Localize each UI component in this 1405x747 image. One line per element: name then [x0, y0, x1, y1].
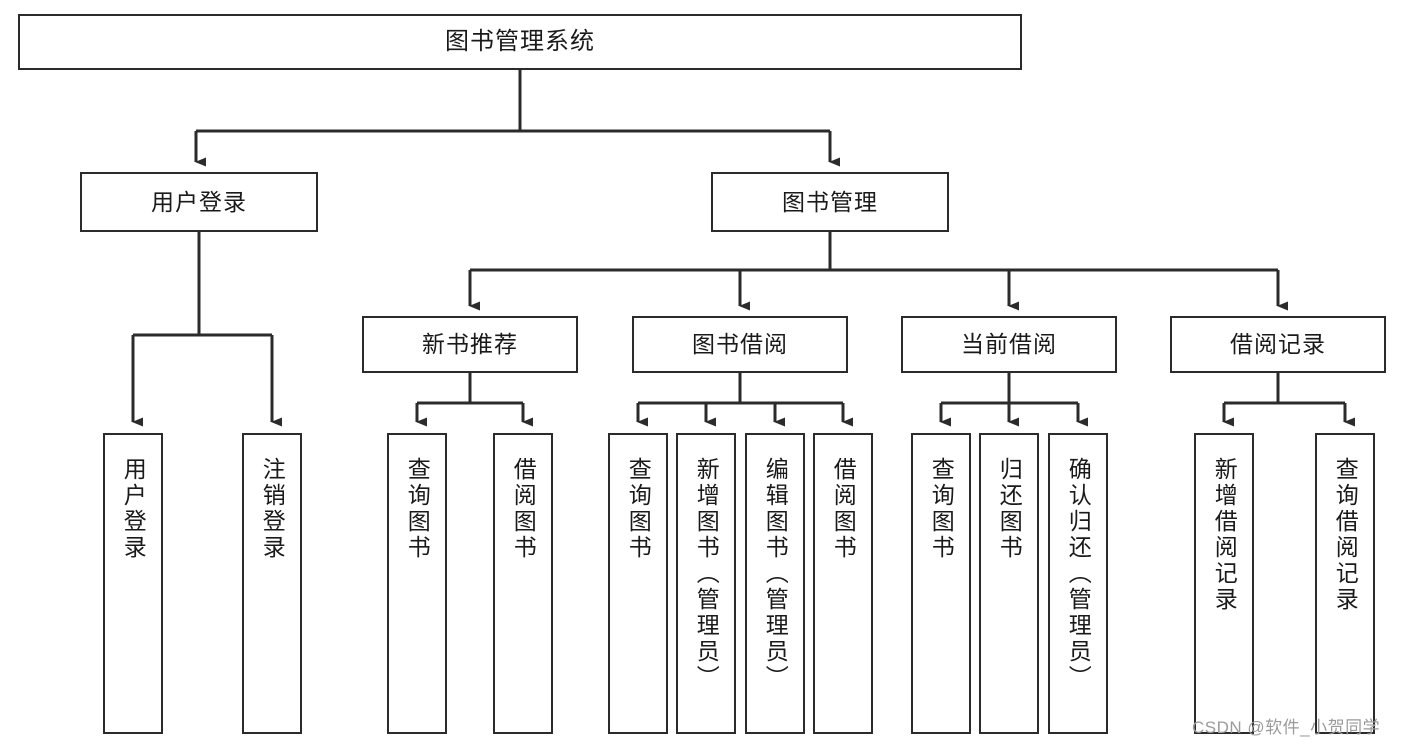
leaf-current-borrow-return[interactable]: 归还图书: [979, 433, 1039, 734]
node-label: 查询图书: [928, 457, 955, 561]
node-label: 归还图书: [996, 457, 1023, 561]
node-label: 新增借阅记录: [1211, 457, 1238, 613]
leaf-current-borrow-query[interactable]: 查询图书: [911, 433, 971, 734]
node-root-system[interactable]: 图书管理系统: [18, 14, 1022, 70]
node-label: 借阅图书: [830, 457, 857, 561]
node-label: 编辑图书（管理员）: [762, 457, 789, 691]
node-borrow-record[interactable]: 借阅记录: [1170, 316, 1386, 373]
node-label: 查询图书: [404, 457, 431, 561]
node-label: 查询图书: [625, 457, 652, 561]
watermark: CSDN @软件_小贺同学: [1192, 718, 1381, 737]
node-label: 确认归还（管理员）: [1065, 457, 1092, 691]
leaf-user-login-logout[interactable]: 注销登录: [242, 433, 302, 734]
leaf-new-book-query[interactable]: 查询图书: [387, 433, 447, 734]
node-book-management[interactable]: 图书管理: [711, 172, 949, 232]
leaf-borrow-record-query[interactable]: 查询借阅记录: [1315, 433, 1375, 734]
leaf-user-login-login[interactable]: 用户登录: [103, 433, 163, 734]
leaf-book-borrow-edit[interactable]: 编辑图书（管理员）: [745, 433, 805, 734]
leaf-book-borrow-query[interactable]: 查询图书: [608, 433, 668, 734]
leaf-new-book-borrow[interactable]: 借阅图书: [493, 433, 553, 734]
leaf-book-borrow-add[interactable]: 新增图书（管理员）: [676, 433, 736, 734]
node-new-book-recommend[interactable]: 新书推荐: [362, 316, 578, 373]
node-label: 图书借阅: [692, 331, 788, 358]
leaf-borrow-record-add[interactable]: 新增借阅记录: [1194, 433, 1254, 734]
leaf-book-borrow-borrow[interactable]: 借阅图书: [813, 433, 873, 734]
node-label: 新增图书（管理员）: [693, 457, 720, 691]
node-label: 用户登录: [151, 188, 247, 215]
node-label: 当前借阅: [961, 331, 1057, 358]
node-label: 用户登录: [120, 457, 147, 561]
node-label: 借阅记录: [1230, 331, 1326, 358]
node-label: 图书管理: [782, 188, 878, 215]
node-label: 查询借阅记录: [1332, 457, 1359, 613]
node-user-login[interactable]: 用户登录: [80, 172, 318, 232]
node-label: 借阅图书: [510, 457, 537, 561]
node-label: 图书管理系统: [445, 28, 595, 55]
node-current-borrow[interactable]: 当前借阅: [901, 316, 1117, 373]
leaf-current-borrow-confirm[interactable]: 确认归还（管理员）: [1048, 433, 1108, 734]
node-label: 注销登录: [259, 457, 286, 561]
node-book-borrow[interactable]: 图书借阅: [632, 316, 848, 373]
node-label: 新书推荐: [422, 331, 518, 358]
